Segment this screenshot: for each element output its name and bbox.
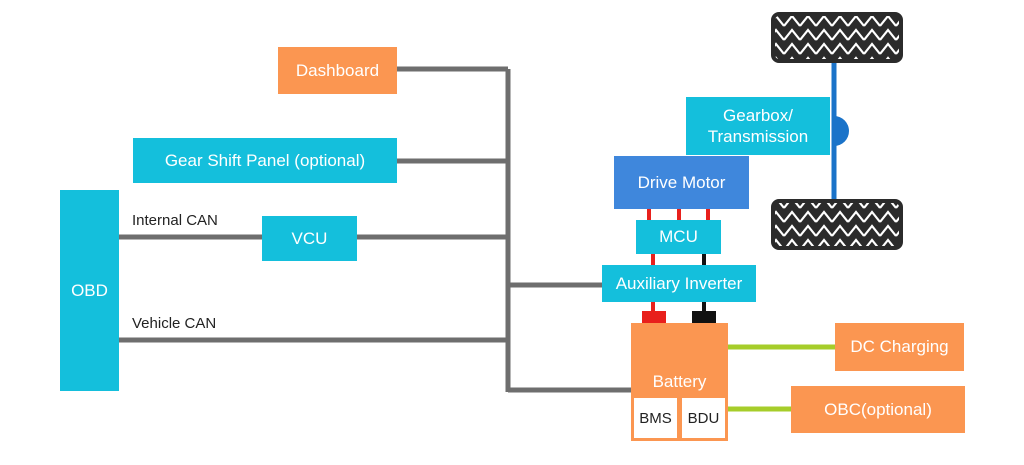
bdu-box: BDU <box>682 398 725 438</box>
drive-motor-box: Drive Motor <box>614 156 749 209</box>
front-wheel-icon <box>771 12 903 63</box>
motor-mcu-wires <box>647 209 710 220</box>
obd-box: OBD <box>60 190 119 391</box>
battery-terminals <box>642 302 716 323</box>
auxiliary-inverter-box: Auxiliary Inverter <box>602 265 756 302</box>
gearbox-transmission-box: Gearbox/ Transmission <box>686 97 830 155</box>
mcu-inverter-wires <box>651 254 706 265</box>
obc-box: OBC(optional) <box>791 386 965 433</box>
vehicle-can-label: Vehicle CAN <box>132 315 217 332</box>
gearbox-label-line2: Transmission <box>707 127 809 146</box>
can-bus-lines <box>119 66 631 393</box>
gearbox-joint <box>834 116 849 146</box>
gear-shift-panel-box: Gear Shift Panel (optional) <box>133 138 397 183</box>
gearbox-label-line1: Gearbox/ <box>723 105 793 125</box>
dashboard-box: Dashboard <box>278 47 397 94</box>
mcu-box: MCU <box>636 220 721 254</box>
bms-box: BMS <box>634 398 677 438</box>
dc-charging-box: DC Charging <box>835 323 964 371</box>
charging-lines <box>728 344 835 412</box>
vcu-box: VCU <box>262 216 357 261</box>
internal-can-label: Internal CAN <box>132 212 218 229</box>
battery-label: Battery <box>652 372 707 391</box>
rear-wheel-icon <box>771 199 903 250</box>
